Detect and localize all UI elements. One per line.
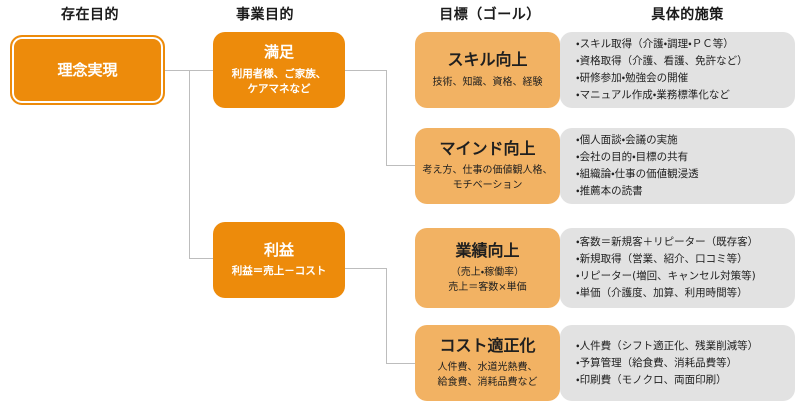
goal-node-performance-subtitle: （売上・稼働率） 売上＝客数×単価 <box>448 265 526 295</box>
node-rinen-jitsugen[interactable]: 理念実現 <box>10 35 165 105</box>
node-rieki-title: 利益 <box>263 240 294 259</box>
goal-node-cost-title: コスト適正化 <box>439 335 536 355</box>
measure-bullet: ・組織論・仕事の価値観浸透 <box>576 168 699 180</box>
node-manzoku-title: 満足 <box>263 42 294 61</box>
node-rieki-subtitle: 利益＝売上－コスト <box>232 264 327 279</box>
column-header-measures: 具体的施策 <box>651 7 724 23</box>
measures-panel-mind: ・個人面談・会議の実施 ・会社の目的・目標の共有 ・組織論・仕事の価値観浸透 ・… <box>560 128 795 204</box>
goal-node-skill-title: スキル向上 <box>447 50 528 70</box>
goal-node-cost-sub-line2: 給食費、消耗品費など <box>437 377 538 389</box>
goal-node-skill-subtitle: 技術、知識、資格、経験 <box>433 75 543 90</box>
measure-bullet: ・予算管理（給食費、消耗品費等） <box>576 356 738 369</box>
goal-node-mind-sub-line1: 考え方、仕事の価値観人格、 <box>422 165 553 177</box>
measures-panel-skill: ・スキル取得（介護・調理・ＰＣ等） ・資格取得（介護、看護、免許など） ・研修参… <box>560 32 795 108</box>
measures-panel-performance: ・客数＝新規客＋リピーター（既存客） ・新規取得（営業、紹介、口コミ等） ・リピ… <box>560 228 795 308</box>
measure-bullet: ・人件費（シフト適正化、残業削減等） <box>576 339 759 352</box>
connector-rieki-out <box>345 268 387 269</box>
measure-bullet: ・マニュアル作成・業務標準化など <box>576 89 730 101</box>
goal-node-mind[interactable]: マインド向上 考え方、仕事の価値観人格、 モチベーション <box>415 128 560 204</box>
connector-root-vertical <box>189 70 190 258</box>
measure-bullet: ・個人面談・会議の実施 <box>576 134 678 146</box>
goal-node-cost-subtitle: 人件費、水道光熱費、 給食費、消耗品費など <box>438 360 538 390</box>
connector-rieki-vertical <box>386 268 387 363</box>
node-manzoku-sub-line2: ケアマネなど <box>247 82 311 95</box>
goal-node-skill[interactable]: スキル向上 技術、知識、資格、経験 <box>415 32 560 108</box>
measure-bullet: ・客数＝新規客＋リピーター（既存客） <box>576 236 759 248</box>
goal-node-skill-sub-line1: 技術、知識、資格、経験 <box>432 76 543 88</box>
node-manzoku-sub-line1: 利用者様、ご家族、 <box>231 67 327 80</box>
goal-node-performance-sub-line1: （売上・稼働率） <box>450 267 525 279</box>
measure-bullet: ・リピーター(増回、キャンセル対策等) <box>576 270 756 282</box>
measure-bullet: ・資格取得（介護、看護、免許など） <box>576 55 748 67</box>
goal-node-mind-sub-line2: モチベーション <box>452 180 523 192</box>
connector-rieki-to-cost <box>386 363 415 364</box>
column-header-business: 事業目的 <box>236 7 294 23</box>
connector-manzoku-out <box>345 70 387 71</box>
measure-bullet: ・研修参加・勉強会の開催 <box>576 72 689 84</box>
measures-panel-cost: ・人件費（シフト適正化、残業削減等） ・予算管理（給食費、消耗品費等） ・印刷費… <box>560 325 795 401</box>
goal-node-cost[interactable]: コスト適正化 人件費、水道光熱費、 給食費、消耗品費など <box>415 325 560 401</box>
measure-bullet: ・印刷費（モノクロ、両面印刷） <box>576 373 727 386</box>
goal-node-mind-title: マインド向上 <box>439 138 536 158</box>
goal-node-performance-title: 業績向上 <box>455 240 520 260</box>
column-header-goal: 目標（ゴール） <box>439 7 541 23</box>
node-manzoku-subtitle: 利用者様、ご家族、 ケアマネなど <box>232 67 327 97</box>
connector-manzoku-to-mind <box>386 165 415 166</box>
goal-node-performance[interactable]: 業績向上 （売上・稼働率） 売上＝客数×単価 <box>415 228 560 308</box>
goal-node-mind-subtitle: 考え方、仕事の価値観人格、 モチベーション <box>423 163 553 193</box>
measure-bullet: ・単価（介護度、加算、利用時間等） <box>576 287 748 299</box>
node-rieki[interactable]: 利益 利益＝売上－コスト <box>213 222 345 298</box>
node-rinen-title: 理念実現 <box>57 60 118 79</box>
goal-node-cost-sub-line1: 人件費、水道光熱費、 <box>437 362 538 374</box>
connector-root-to-rieki <box>189 258 215 259</box>
node-manzoku[interactable]: 満足 利用者様、ご家族、 ケアマネなど <box>213 32 345 108</box>
measure-bullet: ・新規取得（営業、紹介、口コミ等） <box>576 253 748 265</box>
measure-bullet: ・推薦本の読書 <box>576 185 643 197</box>
goal-node-performance-sub-line2: 売上＝客数×単価 <box>448 282 527 294</box>
node-rieki-sub-line1: 利益＝売上－コスト <box>231 265 327 278</box>
measure-bullet: ・会社の目的・目標の共有 <box>576 151 689 163</box>
column-header-purpose: 存在目的 <box>61 7 119 23</box>
connector-manzoku-vertical <box>386 70 387 165</box>
measure-bullet: ・スキル取得（介護・調理・ＰＣ等） <box>576 38 734 50</box>
